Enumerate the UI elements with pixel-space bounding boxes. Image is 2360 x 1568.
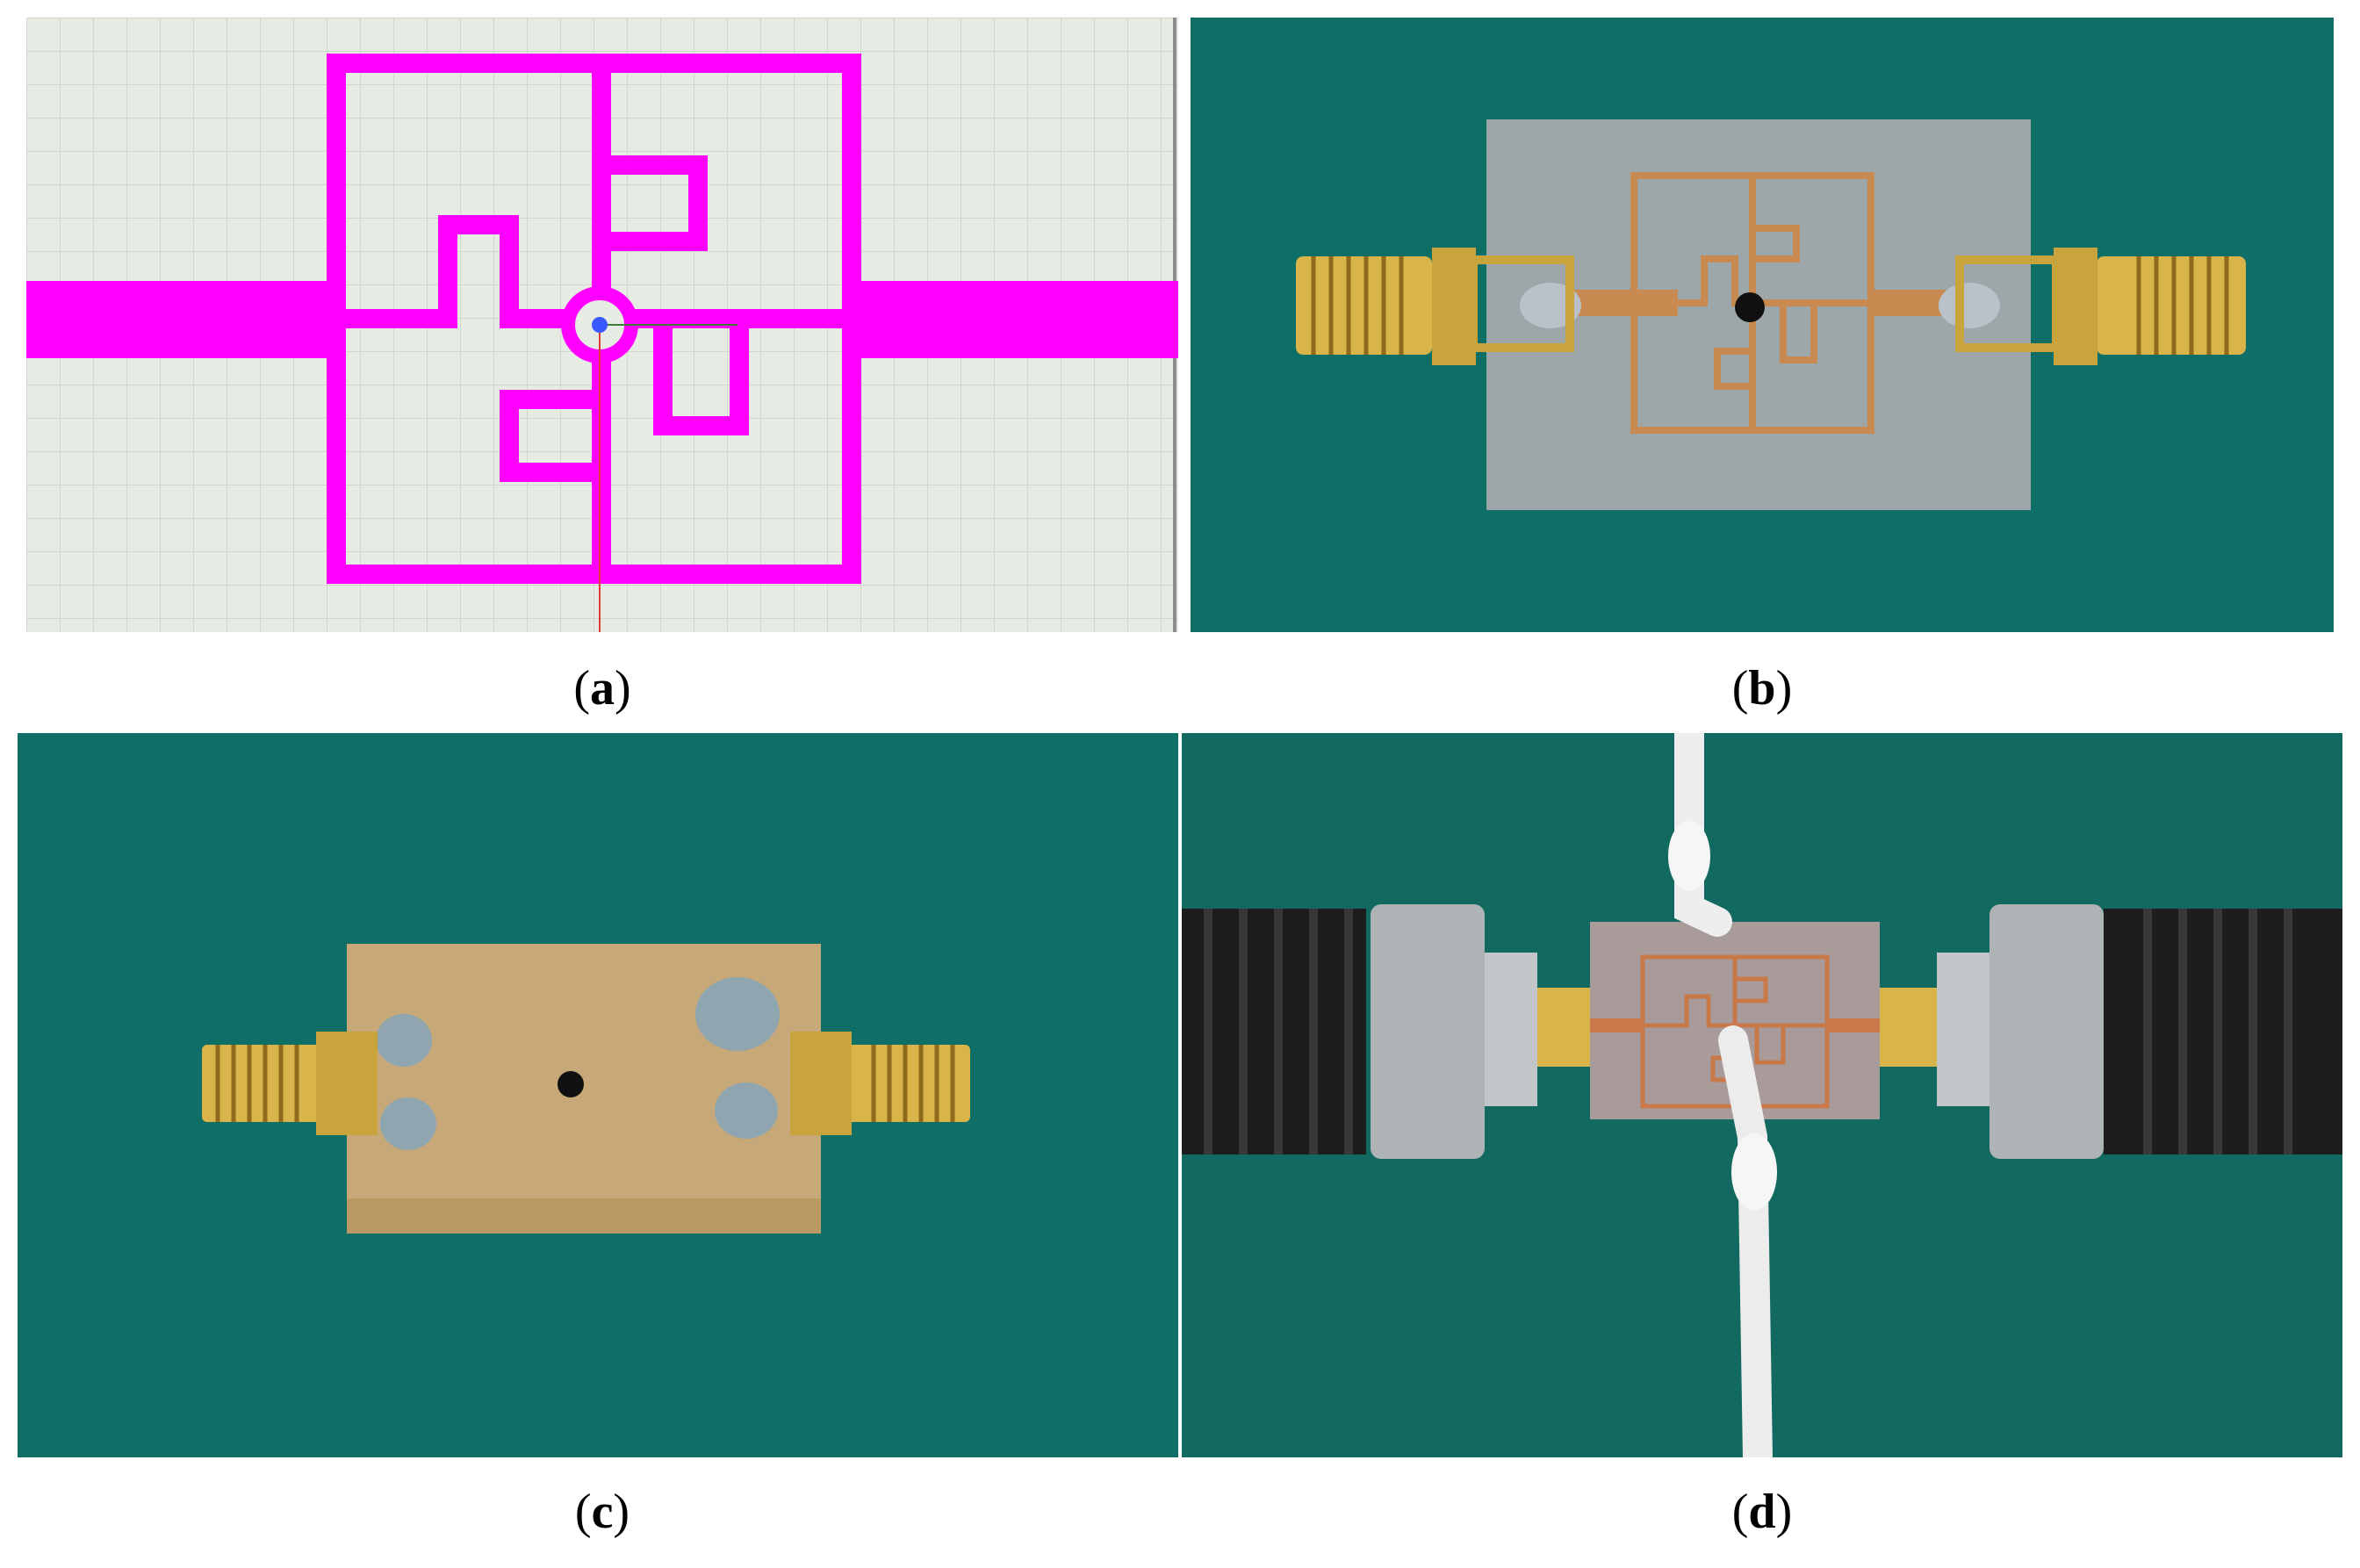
panel-c-bottom-photo bbox=[18, 733, 1178, 1457]
left-adapter bbox=[1485, 953, 1537, 1106]
right-cable-ribs bbox=[2143, 909, 2292, 1154]
caption-d-letter: d bbox=[1748, 1485, 1776, 1539]
top-photo-illustration bbox=[1191, 18, 2334, 632]
right-sma-connector bbox=[1875, 988, 1937, 1067]
panel-b-top-photo bbox=[1191, 18, 2334, 632]
board-edge-shadow bbox=[347, 1198, 821, 1234]
caption-a-letter: a bbox=[590, 661, 615, 716]
origin-marker bbox=[592, 317, 608, 333]
caption-c: (c) bbox=[574, 1485, 630, 1539]
right-copper-feed bbox=[1827, 1018, 1880, 1032]
right-connector-threads bbox=[871, 1045, 955, 1122]
caption-a: (a) bbox=[573, 661, 631, 716]
left-connector-threads bbox=[215, 1045, 299, 1122]
right-connector-flange bbox=[2054, 248, 2097, 365]
right-sma-connector bbox=[2097, 256, 2246, 355]
left-feed-line bbox=[26, 281, 336, 358]
layout-illustration bbox=[26, 18, 1178, 632]
solder-blob-bottom-right bbox=[715, 1082, 778, 1139]
left-connector-body bbox=[316, 1032, 378, 1135]
right-adapter bbox=[1937, 953, 1989, 1106]
upper-tube-fitting bbox=[1668, 821, 1710, 891]
drilled-hole bbox=[558, 1071, 584, 1097]
right-connector-body bbox=[790, 1032, 852, 1135]
setup-photo-illustration bbox=[1182, 733, 2342, 1457]
solder-blob-top-right bbox=[695, 977, 780, 1051]
left-knurled-nut bbox=[1371, 904, 1485, 1159]
lower-tube-fitting bbox=[1731, 1133, 1777, 1211]
solder-blob-top-left bbox=[376, 1014, 432, 1067]
left-connector-flange bbox=[1432, 248, 1476, 365]
drilled-hole bbox=[1735, 292, 1765, 322]
left-cable-ribs bbox=[1204, 909, 1353, 1154]
caption-d: (d) bbox=[1731, 1485, 1793, 1539]
left-sma-connector bbox=[1537, 988, 1599, 1067]
left-sma-connector bbox=[202, 1045, 334, 1122]
solder-blob-bottom-left bbox=[380, 1097, 436, 1150]
right-connector-threads bbox=[2136, 256, 2229, 355]
panel-d-measurement-photo bbox=[1182, 733, 2342, 1457]
left-connector-threads bbox=[1311, 256, 1404, 355]
bottom-photo-illustration bbox=[18, 733, 1178, 1457]
panel-a-layout-view bbox=[26, 18, 1178, 632]
left-copper-feed bbox=[1590, 1018, 1643, 1032]
right-connector-clip bbox=[1955, 255, 2061, 352]
left-connector-clip bbox=[1469, 255, 1574, 352]
right-cable-end bbox=[2104, 909, 2342, 1154]
caption-c-letter: c bbox=[591, 1485, 614, 1539]
right-solder-joint bbox=[1939, 283, 2000, 328]
upper-tube bbox=[1674, 733, 1732, 937]
right-knurled-nut bbox=[1989, 904, 2104, 1159]
right-feed-line bbox=[852, 281, 1178, 358]
caption-b: (b) bbox=[1731, 661, 1793, 716]
caption-b-letter: b bbox=[1748, 661, 1776, 716]
